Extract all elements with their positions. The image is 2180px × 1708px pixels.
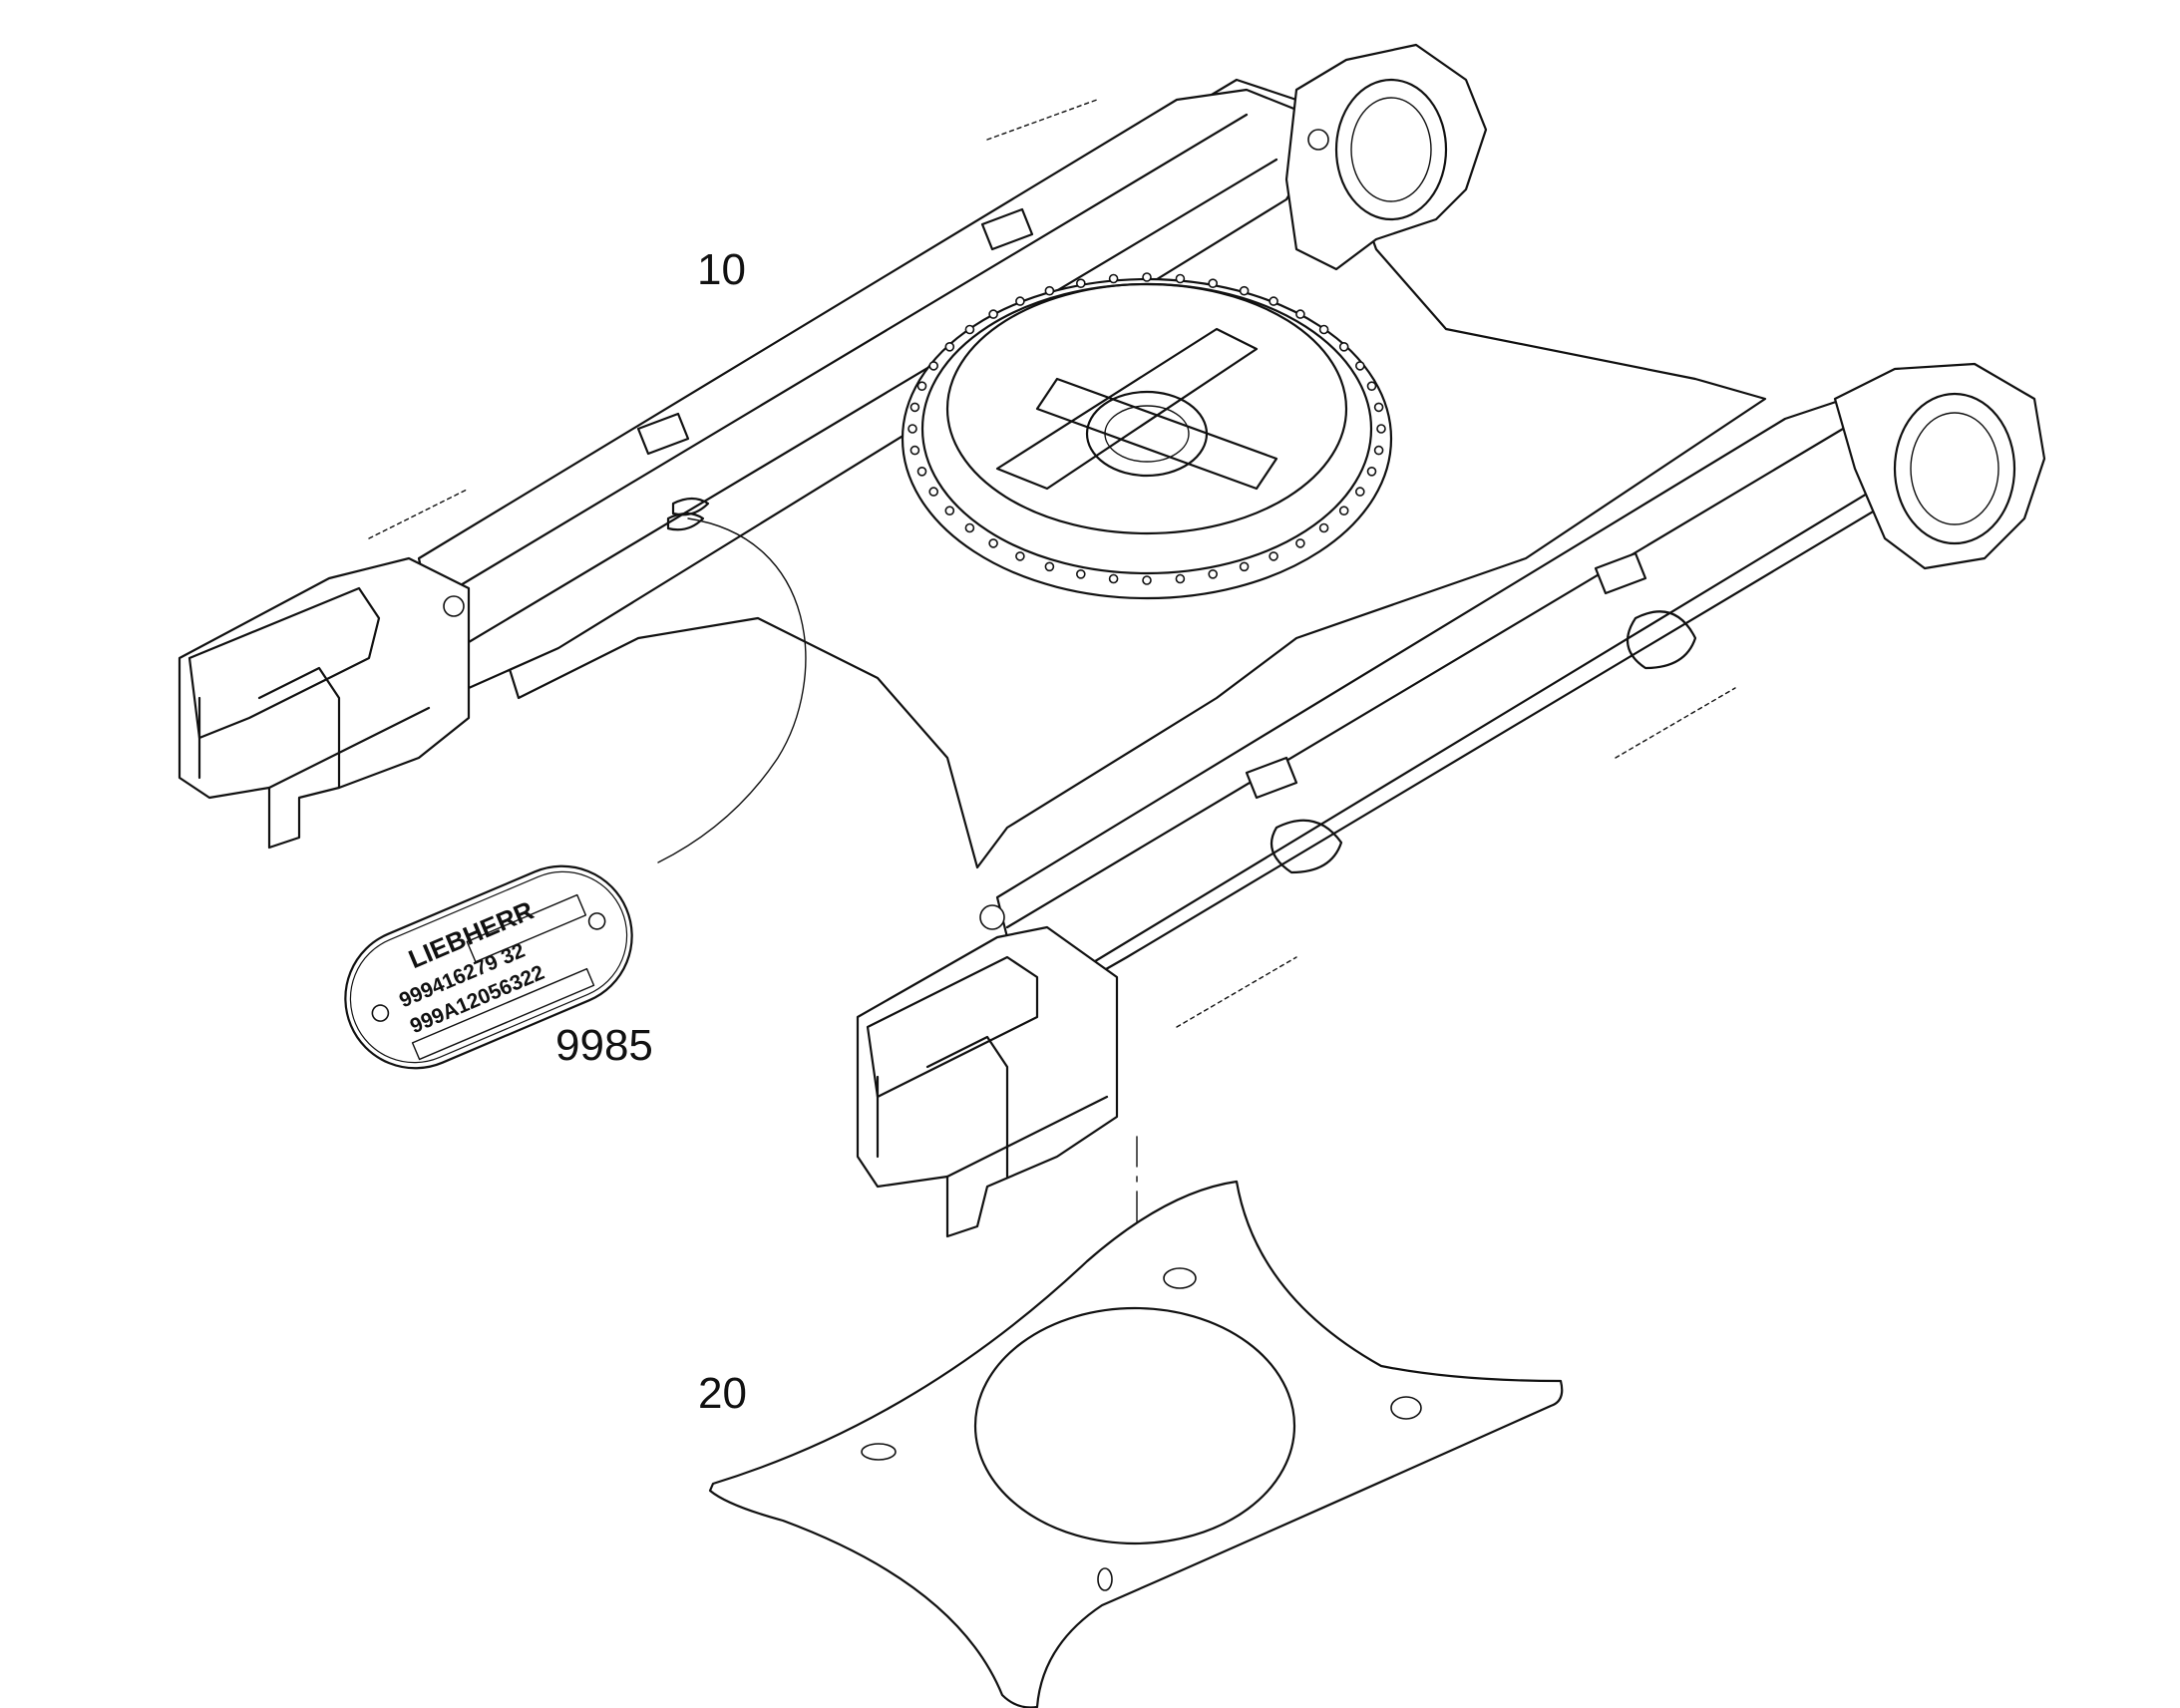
ring-bolt-hole [1142, 272, 1152, 282]
ring-bolt-hole [1366, 466, 1377, 477]
left-drive-housing [1284, 43, 1488, 271]
ring-bolt-hole [1076, 278, 1086, 289]
left-front-fork [178, 556, 471, 850]
ring-bolt-hole [1239, 285, 1250, 296]
ring-bolt-hole [916, 381, 927, 392]
ring-bolt-hole [1295, 538, 1305, 548]
ring-bolt-hole [1269, 296, 1278, 306]
ring-bolt-hole [1208, 278, 1218, 289]
ring-bolt-hole [1108, 273, 1119, 284]
ring-bolt-hole [1338, 506, 1349, 516]
bottom-plate [708, 1136, 1564, 1708]
ring-bolt-hole [988, 309, 998, 319]
right-drive-housing [1833, 362, 2046, 570]
undercarriage-frame [178, 43, 2046, 1238]
ring-bolt-hole [1142, 575, 1152, 585]
callout-frame: 10 [697, 245, 746, 294]
ring-bolt-hole [1373, 402, 1384, 413]
ring-bolt-hole [1175, 273, 1186, 284]
callout-nameplate: 9985 [555, 1021, 653, 1070]
ring-bolt-hole [916, 466, 927, 477]
ring-bolt-hole [1338, 341, 1349, 352]
ring-bolt-hole [988, 538, 998, 548]
ring-bolt-hole [1076, 568, 1086, 579]
bottom-plate-center-hole [973, 1306, 1296, 1545]
ring-bolt-hole [1269, 551, 1278, 561]
ring-bolt-hole [928, 361, 939, 371]
ring-bolt-hole [944, 506, 955, 516]
bottom-plate-outline [708, 1180, 1564, 1708]
ring-bolt-hole [1108, 573, 1119, 584]
ring-bolt-hole [908, 424, 917, 434]
ring-bolt-hole [964, 324, 975, 335]
ring-bolt-hole [1208, 568, 1218, 579]
ring-bolt-hole [964, 522, 975, 533]
nameplate: LIEBHERR 99941627​9 32 999A12056322 [344, 517, 807, 1070]
ring-bolt-hole [909, 402, 920, 413]
ring-bolt-hole [1239, 561, 1250, 572]
ring-bolt-hole [1295, 309, 1305, 319]
ring-bolt-hole [1044, 285, 1055, 296]
ring-bolt-hole [1366, 381, 1377, 392]
nameplate-leader-line [657, 517, 807, 863]
ring-bolt-hole [1044, 561, 1055, 572]
ring-bolt-hole [1015, 296, 1025, 306]
ring-bolt-hole [1015, 551, 1025, 561]
ring-bolt-hole [1318, 324, 1329, 335]
ring-bolt-hole [1355, 487, 1365, 497]
ring-bolt-hole [1376, 424, 1386, 434]
right-front-fork [856, 925, 1119, 1238]
ring-bolt-hole [1355, 361, 1365, 371]
ring-bolt-hole [1175, 573, 1186, 584]
ring-bolt-hole [909, 445, 920, 456]
ring-bolt-hole [1318, 522, 1329, 533]
ring-bolt-hole [1373, 445, 1384, 456]
callout-plate: 20 [698, 1369, 747, 1418]
slewing-ring [901, 272, 1393, 600]
ring-bolt-hole [928, 487, 939, 497]
ring-bolt-hole [944, 341, 955, 352]
